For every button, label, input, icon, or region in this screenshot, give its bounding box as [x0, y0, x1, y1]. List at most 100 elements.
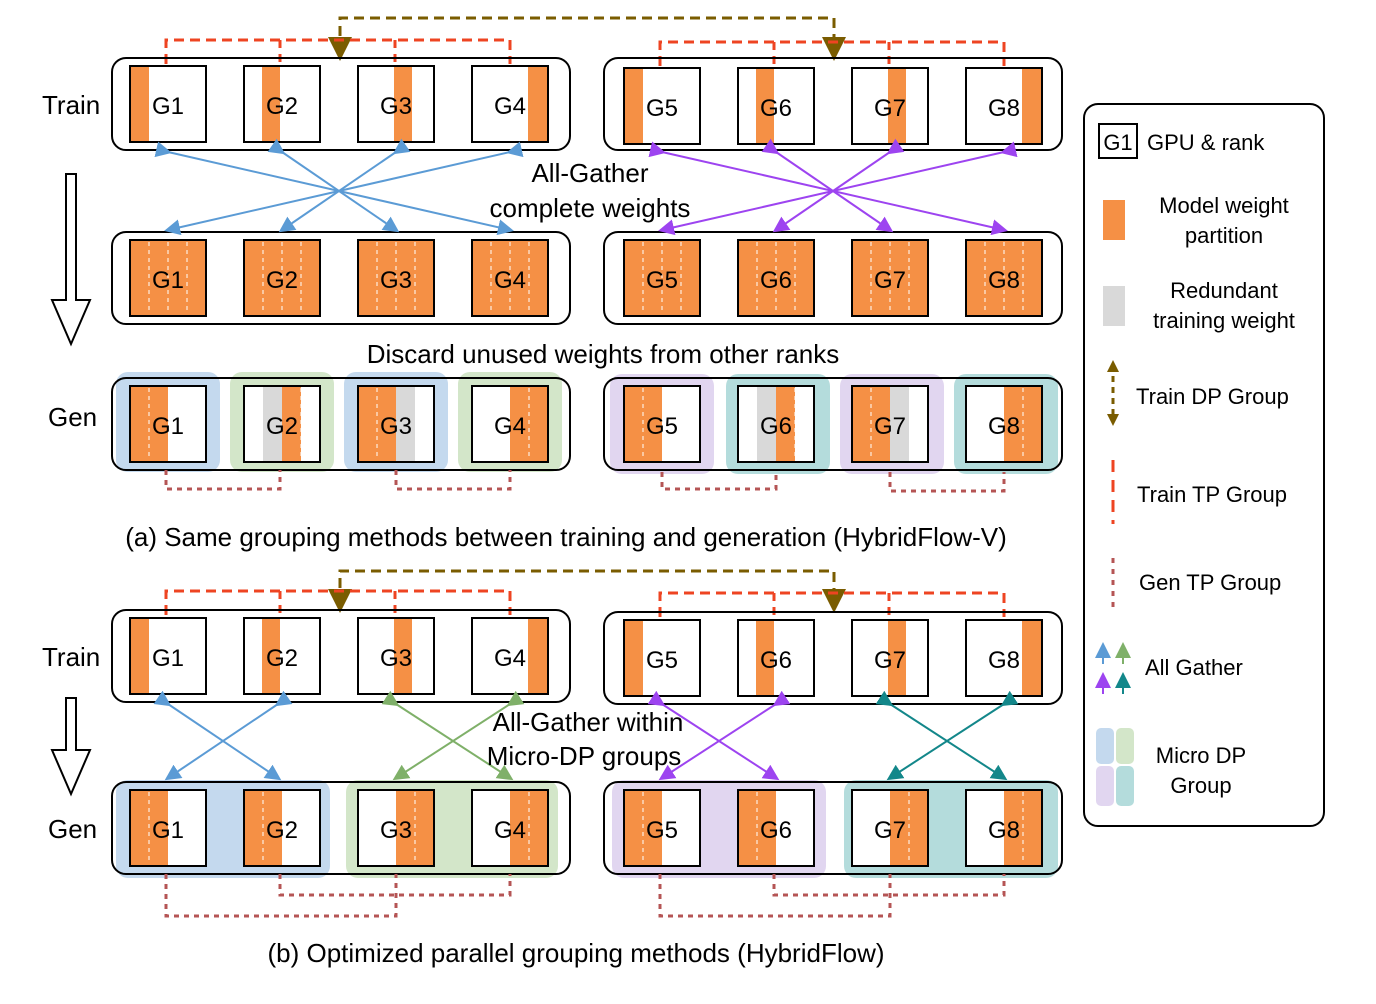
legend-gpu-sample: G1 — [1103, 130, 1132, 155]
caption-b: (b) Optimized parallel grouping methods … — [267, 938, 884, 968]
gpu-box: G3 — [357, 65, 435, 143]
legend-micro-dp-icon — [1096, 728, 1134, 806]
legend-gpu-icon — [1098, 123, 1138, 159]
legend-model-weight-2: partition — [1185, 223, 1263, 248]
gpu-label: G2 — [266, 93, 298, 120]
all-gather-label-a1: All-Gather — [531, 158, 648, 188]
gpu-label: G4 — [494, 413, 526, 440]
gpu-label: G4 — [494, 817, 526, 844]
legend-micro-dp-2: Group — [1170, 773, 1231, 798]
gpu-box: G4 — [471, 789, 549, 867]
train-group-right-b — [603, 611, 1063, 705]
gpu-label: G5 — [646, 817, 678, 844]
gpu-label: G2 — [266, 817, 298, 844]
gpu-label: G4 — [494, 267, 526, 294]
gpu-box: G6 — [737, 619, 815, 697]
gpu-box: G5 — [623, 239, 701, 317]
legend-redundant-swatch — [1103, 286, 1125, 326]
row-label-train-a: Train — [42, 90, 100, 120]
gpu-box: G2 — [243, 239, 321, 317]
gpu-label: G1 — [152, 817, 184, 844]
gpu-label: G2 — [266, 267, 298, 294]
gpu-label: G8 — [988, 647, 1020, 674]
panel-b: Train Gen G1 G2 G3 G4 G5 G6 G7 G8 G1 G2 … — [42, 569, 1063, 968]
gpu-label: G6 — [760, 817, 792, 844]
gpu-label: G5 — [646, 95, 678, 122]
legend-train-tp: Train TP Group — [1137, 482, 1287, 507]
gpu-label: G6 — [760, 647, 792, 674]
all-gather-arrows-a — [154, 138, 1018, 236]
gpu-label: G3 — [380, 817, 412, 844]
gpu-label: G3 — [380, 93, 412, 120]
gpu-label: G5 — [646, 413, 678, 440]
gpu-label: G7 — [874, 413, 906, 440]
all-gather-label-b1: All-Gather within — [493, 707, 684, 737]
gen-tp-bracket-b — [164, 874, 1006, 918]
gpu-box: G5 — [623, 67, 701, 145]
gpu-box: G7 — [851, 789, 929, 867]
gpu-box: G1 — [129, 789, 207, 867]
legend: G1 GPU & rank Model weight partition Red… — [1083, 103, 1325, 827]
gpu-label: G5 — [646, 647, 678, 674]
gpu-box: G2 — [243, 789, 321, 867]
legend-weight-swatch — [1103, 200, 1125, 240]
gpu-box: G8 — [965, 619, 1043, 697]
gpu-box: G4 — [471, 239, 549, 317]
caption-a: (a) Same grouping methods between traini… — [125, 522, 1007, 552]
legend-model-weight-1: Model weight — [1159, 193, 1289, 218]
gpu-label: G6 — [760, 267, 792, 294]
gen-gpus-b: G1 G2 G3 G4 G5 G6 G7 G8 — [129, 789, 1043, 867]
row-label-train-b: Train — [42, 642, 100, 672]
legend-redundant-2: training weight — [1153, 308, 1295, 333]
gpu-box: G7 — [851, 385, 929, 463]
gathered-gpus-a: G1 G2 G3 G4 G5 G6 G7 G8 — [129, 239, 1043, 317]
legend-gpu-rank: GPU & rank — [1147, 130, 1265, 155]
gpu-label: G1 — [152, 93, 184, 120]
gpu-box: G6 — [737, 789, 815, 867]
down-arrow-icon — [50, 697, 92, 797]
gpu-label: G3 — [380, 267, 412, 294]
legend-redundant-1: Redundant — [1170, 278, 1278, 303]
gpu-box: G3 — [357, 385, 435, 463]
row-label-gen-b: Gen — [48, 814, 97, 844]
train-group-left-b — [111, 609, 571, 703]
gpu-label: G8 — [988, 95, 1020, 122]
gpu-box: G4 — [471, 385, 549, 463]
gpu-label: G3 — [380, 413, 412, 440]
gpu-box: G5 — [623, 385, 701, 463]
gpu-box: G5 — [623, 619, 701, 697]
gpu-box: G6 — [737, 239, 815, 317]
legend-train-dp-icon — [1107, 360, 1119, 426]
legend-frame — [1083, 103, 1325, 827]
gpu-box: G1 — [129, 239, 207, 317]
legend-micro-dp-1: Micro DP — [1156, 743, 1246, 768]
gpu-label: G8 — [988, 413, 1020, 440]
all-gather-arrows-b — [153, 690, 1019, 781]
gpu-label: G3 — [380, 645, 412, 672]
gen-group-right-b — [603, 781, 1063, 875]
gpu-label: G1 — [152, 267, 184, 294]
gpu-box: G2 — [243, 617, 321, 695]
gpu-box: G2 — [243, 385, 321, 463]
gpu-box: G1 — [129, 617, 207, 695]
gpu-label: G8 — [988, 817, 1020, 844]
gpu-label: G4 — [494, 93, 526, 120]
gpu-box: G8 — [965, 67, 1043, 145]
train-gpus-a: G1 G2 G3 G4 G5 G6 G7 G8 — [129, 65, 1043, 145]
gpu-label: G7 — [874, 267, 906, 294]
gpu-label: G7 — [874, 95, 906, 122]
gpu-label: G2 — [266, 645, 298, 672]
legend-gen-tp: Gen TP Group — [1139, 570, 1281, 595]
gpu-box: G8 — [965, 239, 1043, 317]
gpu-label: G6 — [760, 95, 792, 122]
panel-a: Train Gen G1 G2 G3 G4 G5 G6 G7 — [42, 16, 1063, 552]
gpu-box: G7 — [851, 619, 929, 697]
gpu-box: G6 — [737, 385, 815, 463]
gpu-box: G7 — [851, 239, 929, 317]
discard-label: Discard unused weights from other ranks — [367, 339, 840, 369]
gen-tp-bracket-a — [164, 470, 1006, 493]
gpu-label: G7 — [874, 647, 906, 674]
gpu-box: G5 — [623, 789, 701, 867]
gpu-box: G8 — [965, 385, 1043, 463]
